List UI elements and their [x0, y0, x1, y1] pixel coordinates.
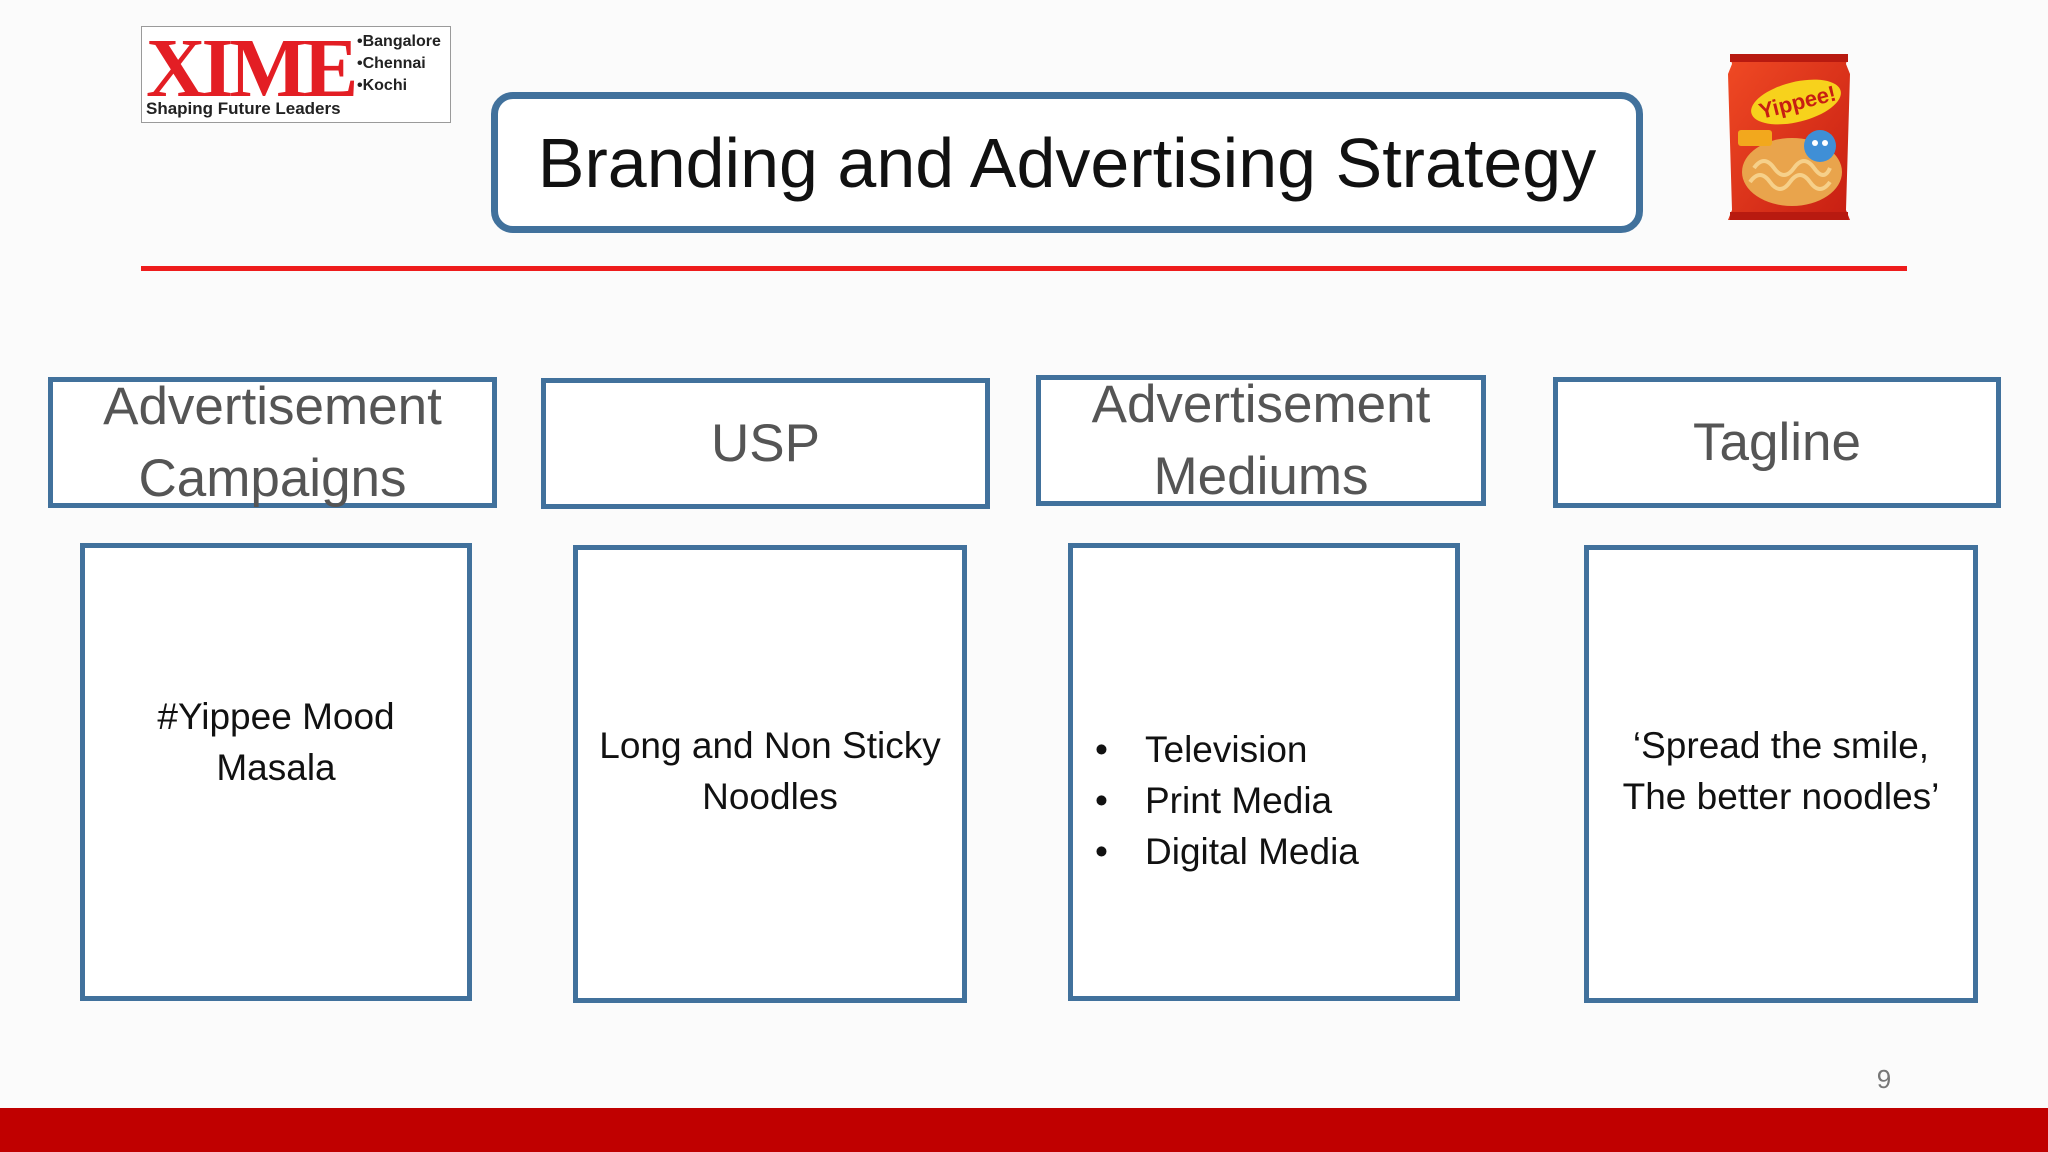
content-box-mediums: Television Print Media Digital Media — [1068, 543, 1460, 1001]
content-line: Masala — [216, 747, 336, 788]
header-advertisement-mediums: Advertisement Mediums — [1036, 375, 1486, 506]
logo-city: •Chennai — [357, 55, 426, 72]
content-line: #Yippee Mood — [157, 696, 395, 737]
content-line: The better noodles’ — [1622, 776, 1940, 817]
content-line: Noodles — [702, 776, 838, 817]
logo-tagline: Shaping Future Leaders — [146, 99, 341, 118]
content-line: Long and Non Sticky — [599, 725, 941, 766]
content-box-campaigns: #Yippee Mood Masala — [80, 543, 472, 1001]
media-list-item: Digital Media — [1083, 826, 1359, 877]
header-line: Tagline — [1693, 412, 1861, 472]
content-box-usp: Long and Non Sticky Noodles — [573, 545, 967, 1003]
title-box: Branding and Advertising Strategy — [491, 92, 1643, 233]
header-usp: USP — [541, 378, 990, 509]
media-list-item: Print Media — [1083, 775, 1359, 826]
footer-bar — [0, 1108, 2048, 1152]
header-tagline: Tagline — [1553, 377, 2001, 508]
content-line: ‘Spread the smile, — [1632, 725, 1930, 766]
header-line: Mediums — [1153, 446, 1369, 506]
yippee-noodles-pack-image: Yippee! — [1728, 54, 1850, 220]
logo-city: •Bangalore — [357, 33, 441, 50]
title-divider — [141, 266, 1907, 271]
xime-logo: XIME •Bangalore •Chennai •Kochi Shaping … — [141, 26, 451, 123]
header-line: Campaigns — [138, 448, 407, 508]
media-list: Television Print Media Digital Media — [1083, 724, 1359, 877]
header-line: USP — [711, 413, 820, 473]
logo-city: •Kochi — [357, 77, 408, 94]
logo-cities: •Bangalore •Chennai •Kochi — [357, 31, 441, 97]
logo-wordmark: XIME — [146, 22, 358, 115]
header-line: Advertisement — [103, 376, 442, 436]
slide-title: Branding and Advertising Strategy — [537, 123, 1597, 202]
page-number: 9 — [1876, 1064, 1892, 1094]
content-box-tagline: ‘Spread the smile, The better noodles’ — [1584, 545, 1978, 1003]
header-line: Advertisement — [1091, 374, 1431, 434]
header-advertisement-campaigns: Advertisement Campaigns — [48, 377, 497, 508]
media-list-item: Television — [1083, 724, 1359, 775]
